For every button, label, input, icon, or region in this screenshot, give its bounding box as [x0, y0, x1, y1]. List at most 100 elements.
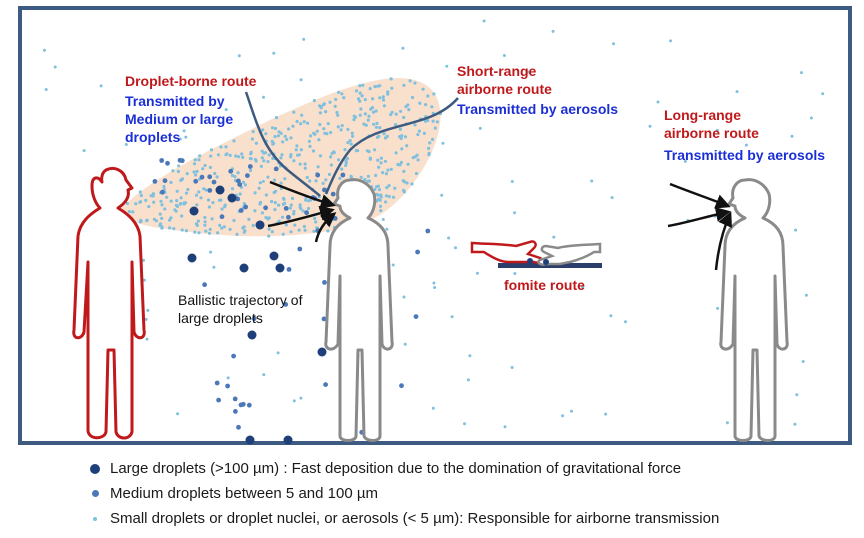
small-droplet [290, 196, 295, 200]
small-droplet [809, 116, 813, 120]
small-droplet [127, 210, 131, 214]
small-droplet [424, 103, 428, 107]
small-droplet [240, 152, 244, 156]
small-droplet [312, 131, 316, 135]
medium-droplet [159, 158, 165, 163]
small-droplet [168, 226, 172, 230]
small-droplet [254, 141, 258, 145]
small-droplet [366, 174, 370, 178]
small-droplet [381, 98, 386, 102]
small-droplet [42, 48, 46, 52]
small-droplet [391, 195, 396, 199]
large-droplet [247, 330, 257, 340]
small-droplet [422, 131, 426, 135]
small-droplet [208, 165, 212, 169]
medium-droplet [228, 168, 234, 174]
small-droplet [253, 157, 257, 162]
small-droplet [407, 108, 411, 112]
small-droplet [339, 128, 343, 132]
small-droplet [604, 412, 608, 416]
small-droplet [272, 51, 276, 55]
small-droplet [360, 94, 364, 98]
small-droplet [343, 148, 347, 152]
small-droplet [230, 187, 235, 191]
small-droplet [261, 179, 265, 183]
small-droplet [373, 187, 377, 191]
small-droplet [463, 422, 466, 426]
small-droplet [209, 250, 213, 254]
small-droplet [154, 219, 158, 223]
small-droplet [402, 169, 406, 173]
small-droplet [177, 164, 181, 168]
small-droplet [385, 227, 389, 231]
small-droplet [247, 217, 251, 221]
small-droplet [430, 105, 434, 109]
inhale-arrow-2 [267, 205, 335, 228]
small-droplet [399, 136, 403, 141]
medium-droplet [425, 228, 431, 234]
small-droplet [610, 196, 614, 200]
small-droplet [379, 156, 383, 160]
small-droplet [377, 188, 382, 192]
small-droplet [198, 154, 202, 158]
small-droplet [273, 126, 278, 131]
small-droplet [381, 218, 385, 221]
small-droplet [401, 179, 405, 183]
small-droplet [413, 81, 417, 85]
small-droplet [669, 39, 672, 43]
small-droplet [185, 172, 189, 176]
small-droplet [683, 159, 687, 163]
legend-text-medium: Medium droplets between 5 and 100 µm [110, 485, 378, 502]
small-droplet [402, 115, 406, 120]
small-droplet [800, 71, 803, 75]
small-droplets [42, 19, 825, 429]
small-droplet [332, 151, 336, 155]
medium-droplet [332, 216, 338, 221]
small-droplet [447, 236, 451, 240]
small-droplet [308, 179, 312, 183]
small-droplet [315, 129, 319, 133]
small-droplet [416, 133, 420, 137]
small-droplet [124, 143, 128, 146]
small-droplet [421, 87, 425, 91]
source-person-icon [72, 166, 146, 440]
small-droplet [180, 214, 184, 218]
small-droplet [368, 157, 372, 161]
small-droplet [261, 128, 265, 132]
small-droplet [305, 175, 309, 180]
small-droplet [266, 175, 270, 179]
small-droplet [367, 114, 371, 118]
small-droplet [235, 232, 239, 236]
small-droplet [406, 162, 410, 166]
small-droplet [297, 228, 301, 232]
small-droplet [260, 211, 264, 215]
medium-droplet [304, 210, 309, 216]
small-droplet [273, 208, 277, 212]
small-droplet [175, 189, 179, 193]
small-droplet [349, 142, 353, 146]
medium-droplet [322, 187, 327, 193]
small-droplet [267, 227, 271, 231]
small-droplet [220, 207, 224, 211]
small-droplet [195, 169, 199, 174]
small-droplet [243, 183, 247, 187]
small-droplet [131, 210, 135, 214]
small-droplet [299, 78, 303, 82]
small-droplet [216, 231, 220, 235]
small-droplet [192, 170, 196, 174]
small-droplet [793, 422, 797, 426]
small-droplet [398, 163, 402, 167]
small-droplet [314, 179, 318, 183]
small-droplet [203, 163, 207, 168]
small-droplet [358, 91, 362, 95]
small-droplet [178, 202, 182, 206]
small-droplet [382, 132, 386, 136]
small-droplet [289, 203, 293, 207]
small-droplet [209, 154, 213, 158]
medium-droplet [283, 206, 289, 211]
small-droplet [192, 162, 197, 166]
medium-droplet [160, 189, 165, 195]
small-droplet [340, 167, 344, 171]
small-droplet [139, 193, 143, 198]
small-droplet [352, 114, 356, 118]
